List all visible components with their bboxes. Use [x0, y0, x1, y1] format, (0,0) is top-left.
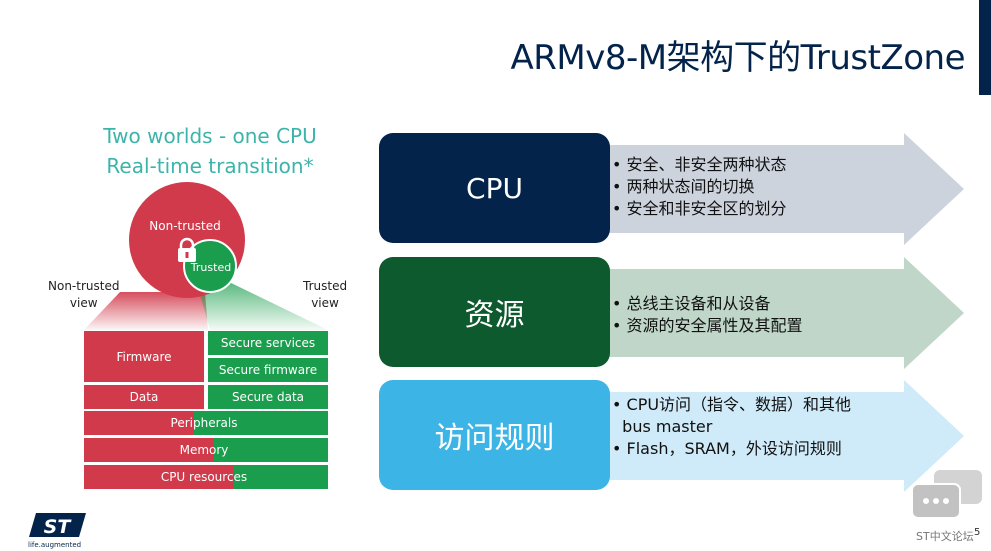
pill-label: CPU — [466, 171, 523, 205]
bullet-item: • 安全和非安全区的划分 — [612, 199, 787, 218]
block-memory-label: Memory — [180, 443, 229, 457]
pill-access-rules: 访问规则 — [379, 380, 610, 490]
bullet-item: • Flash，SRAM，外设访问规则 — [612, 439, 842, 458]
arrow-band — [579, 133, 964, 245]
lock-icon — [178, 237, 196, 262]
bullet-list: • CPU访问（指令、数据）和其他 bus master • Flash，SRA… — [612, 394, 851, 460]
pill-resources: 资源 — [379, 257, 610, 367]
forum-label: ST中文论坛 — [916, 530, 974, 543]
bullet-item: • CPU访问（指令、数据）和其他 — [612, 395, 852, 414]
arrow-band — [579, 380, 964, 492]
st-logo-icon: ST — [29, 513, 86, 538]
pill-label: 资源 — [464, 298, 525, 333]
block-secure-firmware — [208, 358, 328, 382]
block-secure-data-label: Secure data — [232, 390, 304, 404]
trusted-circle — [183, 239, 237, 293]
bullet-item: • 两种状态间的切换 — [612, 177, 755, 196]
bullet-item: • 资源的安全属性及其配置 — [612, 316, 803, 335]
row-resources: 资源 • 总线主设备和从设备 • 资源的安全属性及其配置 — [379, 257, 969, 369]
row-access-rules: 访问规则 • CPU访问（指令、数据）和其他 bus master • Flas… — [379, 380, 969, 492]
circle-trusted-label: Trusted — [190, 261, 231, 274]
bullet-item: bus master — [612, 417, 713, 436]
bullet-item: • 总线主设备和从设备 — [612, 294, 771, 313]
bullet-item: • 安全、非安全两种状态 — [612, 155, 787, 174]
block-secure-services-label: Secure services — [221, 336, 315, 350]
block-peripherals-label: Peripherals — [171, 416, 238, 430]
bullet-list: • 总线主设备和从设备 • 资源的安全属性及其配置 — [612, 293, 803, 337]
block-secure-services — [208, 331, 328, 355]
left-heading-line1: Two worlds - one CPU — [103, 124, 317, 148]
accent-bar — [979, 0, 991, 95]
nontrusted-view-label: Non-trusted view — [48, 279, 120, 310]
block-cpu-resources-label: CPU resources — [161, 470, 247, 484]
arrow-band — [579, 257, 964, 369]
chat-icon — [911, 470, 982, 519]
page-number: 5 — [974, 527, 981, 538]
trusted-view-label: Trusted view — [303, 279, 348, 310]
slide-title: ARMv8-M架构下的TrustZone — [510, 38, 966, 78]
nontrusted-view-cone — [84, 292, 208, 330]
block-firmware — [84, 331, 204, 382]
trusted-view-cone — [196, 280, 328, 330]
circle-nontrusted-label: Non-trusted — [149, 219, 220, 233]
left-heading-line2: Real-time transition* — [106, 154, 314, 178]
block-secure-data — [208, 385, 328, 409]
bullet-list: • 安全、非安全两种状态 • 两种状态间的切换 • 安全和非安全区的划分 — [612, 154, 787, 220]
block-secure-firmware-label: Secure firmware — [219, 363, 317, 377]
block-data — [84, 385, 204, 409]
block-firmware-label: Firmware — [117, 350, 172, 364]
logo-tagline: life.augmented — [28, 541, 82, 549]
pill-cpu: CPU — [379, 133, 610, 243]
block-data-label: Data — [130, 390, 159, 404]
pill-label: 访问规则 — [434, 421, 555, 456]
row-cpu: CPU • 安全、非安全两种状态 • 两种状态间的切换 • 安全和非安全区的划分 — [379, 133, 969, 245]
svg-text:ST: ST — [44, 516, 73, 538]
